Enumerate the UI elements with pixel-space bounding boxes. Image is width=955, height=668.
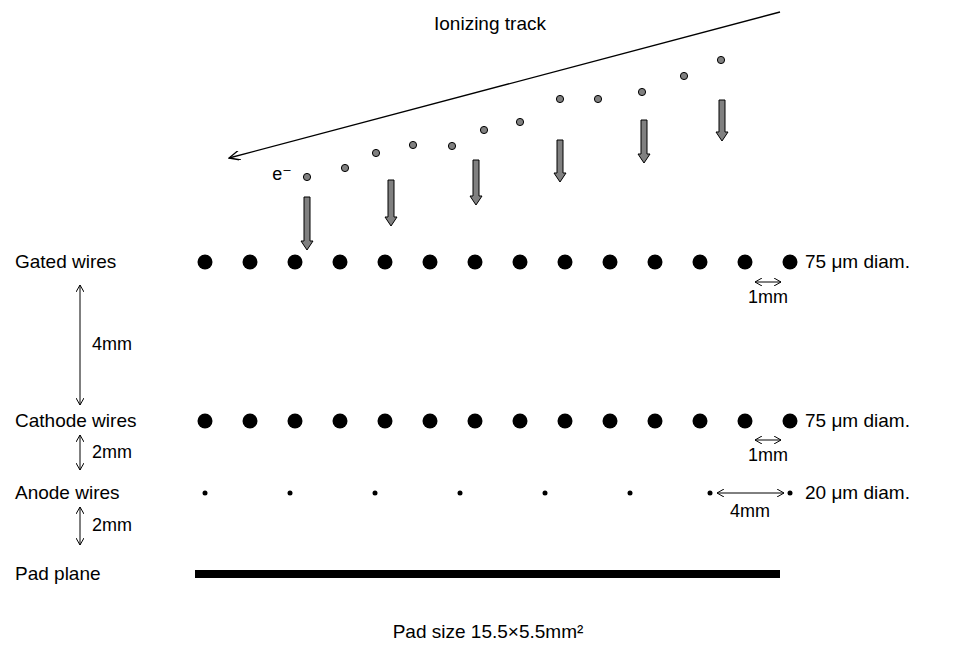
anode-wire	[788, 491, 793, 496]
cathode-wire	[558, 414, 573, 429]
gated-wire	[288, 255, 303, 270]
electron	[480, 126, 487, 133]
track-label: Ionizing track	[434, 14, 546, 35]
electron	[409, 141, 416, 148]
electron	[303, 173, 310, 180]
gated-wire	[783, 255, 798, 270]
cathode-wire	[333, 414, 348, 429]
anode-wire	[458, 491, 463, 496]
electron	[638, 88, 645, 95]
cathode-wire	[288, 414, 303, 429]
pad-size-note: Pad size 15.5×5.5mm²	[393, 622, 584, 643]
gated-wire	[198, 255, 213, 270]
gated-wire	[738, 255, 753, 270]
cathode-wire	[738, 414, 753, 429]
drift-arrows	[301, 100, 728, 250]
drift-arrow	[470, 160, 482, 205]
cathode-wire	[603, 414, 618, 429]
pad-plane	[195, 570, 780, 578]
electron	[594, 95, 601, 102]
gated-wire	[513, 255, 528, 270]
anode-wire	[203, 491, 208, 496]
dimension: 2mm	[92, 516, 132, 536]
dimension: 2mm	[92, 443, 132, 463]
cathode-wire	[468, 414, 483, 429]
anode-wire	[708, 491, 713, 496]
electrons	[303, 56, 724, 180]
plane-name: Gated wires	[15, 252, 116, 273]
gated-wire	[378, 255, 393, 270]
cathode-wire	[648, 414, 663, 429]
anode-wire	[373, 491, 378, 496]
gated-wire	[693, 255, 708, 270]
gated-wire	[558, 255, 573, 270]
wire-diameter: 20 μm diam.	[805, 483, 910, 504]
gated-wire	[468, 255, 483, 270]
wire-planes	[198, 255, 798, 496]
gated-wire	[603, 255, 618, 270]
anode-wire	[543, 491, 548, 496]
electron	[341, 164, 348, 171]
cathode-wire	[423, 414, 438, 429]
dimension: 1mm	[748, 288, 788, 308]
cathode-wire	[693, 414, 708, 429]
cathode-wire	[513, 414, 528, 429]
drift-arrow	[554, 140, 566, 182]
drift-arrow	[385, 180, 397, 226]
electron	[717, 56, 724, 63]
drift-arrow	[301, 197, 313, 250]
ionizing-track	[229, 12, 780, 158]
gated-wire	[648, 255, 663, 270]
plane-name: Pad plane	[15, 564, 101, 585]
gated-wire	[333, 255, 348, 270]
drift-arrow	[638, 120, 650, 163]
wire-diameter: 75 μm diam.	[805, 252, 910, 273]
plane-name: Anode wires	[15, 483, 120, 504]
anode-wire	[288, 491, 293, 496]
cathode-wire	[198, 414, 213, 429]
electron	[448, 142, 455, 149]
electron-label: e⁻	[272, 165, 292, 185]
electron	[556, 95, 563, 102]
gated-wire	[243, 255, 258, 270]
drift-arrow	[716, 100, 728, 141]
gated-wire	[423, 255, 438, 270]
cathode-wire	[378, 414, 393, 429]
dimension: 4mm	[730, 502, 770, 522]
cathode-wire	[243, 414, 258, 429]
plane-name: Cathode wires	[15, 411, 136, 432]
electron	[516, 118, 523, 125]
wire-diameter: 75 μm diam.	[805, 411, 910, 432]
cathode-wire	[783, 414, 798, 429]
electron	[372, 149, 379, 156]
electron	[680, 72, 687, 79]
dimension: 4mm	[92, 335, 132, 355]
anode-wire	[628, 491, 633, 496]
dimension: 1mm	[748, 446, 788, 466]
dimension-lines	[80, 282, 784, 545]
